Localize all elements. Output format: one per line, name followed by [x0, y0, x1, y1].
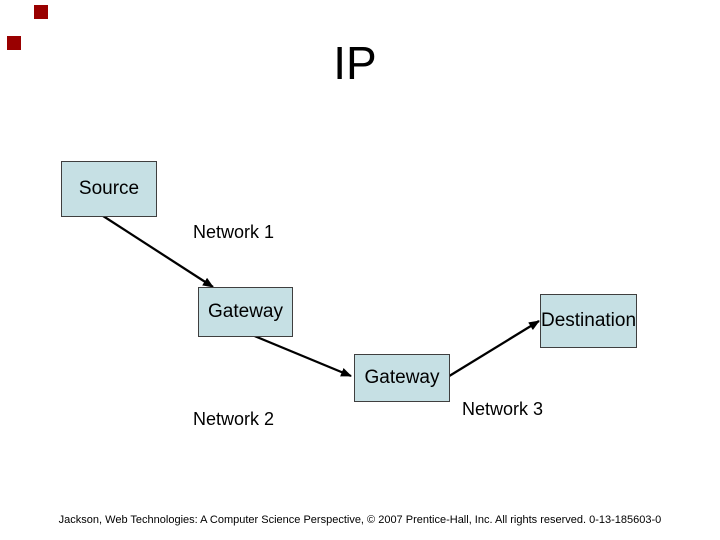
arrow-gateway1-to-gateway2 [239, 328, 352, 378]
node-label: Gateway [364, 367, 440, 388]
slide-title: IP [333, 37, 377, 89]
label-network-1: Network 1 [193, 222, 275, 242]
label-network-2: Network 2 [193, 409, 275, 429]
node-label: Gateway [208, 301, 283, 322]
node-destination: Destination [540, 294, 637, 348]
node-label: Source [78, 178, 140, 199]
node-label: Destination [540, 310, 637, 331]
node-gateway-1: Gateway [198, 287, 293, 337]
accent-square-2 [7, 36, 21, 50]
node-source: Source [61, 161, 157, 217]
slide-footer: Jackson, Web Technologies: A Computer Sc… [58, 514, 662, 526]
accent-square-1 [34, 5, 48, 19]
arrow-source-to-gateway1 [99, 213, 214, 288]
arrow-gateway2-to-destination [445, 320, 540, 379]
label-network-3: Network 3 [462, 399, 544, 419]
node-gateway-2: Gateway [354, 354, 450, 402]
